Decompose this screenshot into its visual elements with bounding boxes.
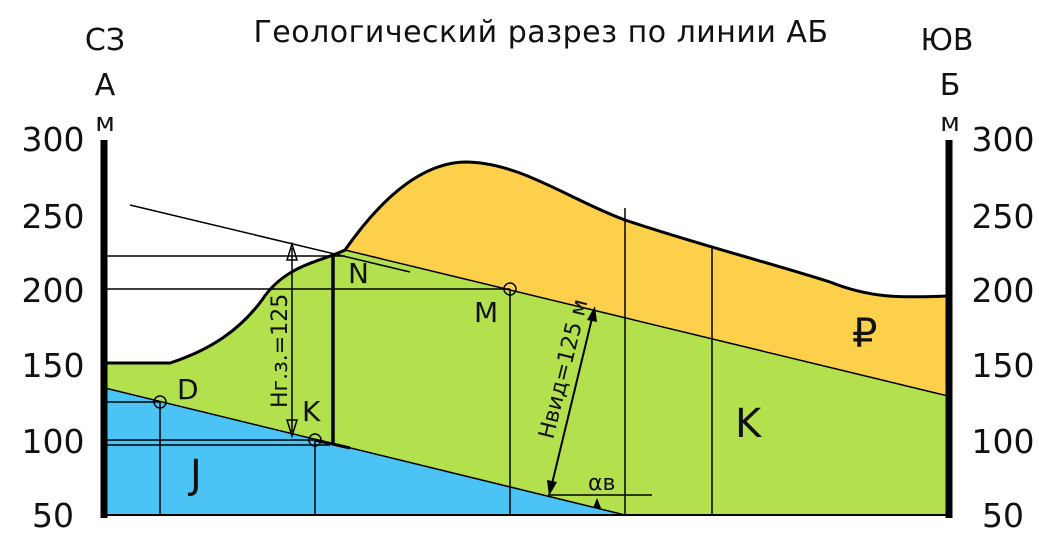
right-direction: ЮВ <box>921 23 974 58</box>
right-tick-150: 150 <box>972 346 1035 385</box>
point-D-marker <box>153 395 167 409</box>
right-tick-250: 250 <box>972 197 1035 236</box>
section-title: Геологический разрез по линии АБ <box>253 15 828 50</box>
left-tick-250: 250 <box>22 197 85 236</box>
left-letter: А <box>95 68 116 103</box>
point-D-label: D <box>177 373 199 406</box>
contact-cretaceous-jurassic <box>104 387 626 516</box>
true-thickness-line <box>549 309 595 493</box>
point-N-label: N <box>348 257 369 290</box>
contact-paleogene-cretaceous <box>344 249 949 397</box>
vertical-thickness-label: Hг.з.=125 <box>268 294 293 408</box>
true-thickness-arrow-bottom <box>547 480 557 496</box>
left-unit: м <box>95 108 115 138</box>
cretaceous-layer <box>105 250 948 515</box>
right-tick-300: 300 <box>972 120 1035 159</box>
left-tick-200: 200 <box>22 271 85 310</box>
paleogene-layer <box>345 162 948 396</box>
left-tick-50: 50 <box>32 496 74 535</box>
true-thickness-arrow-top <box>587 306 597 322</box>
extended-bedding-line <box>129 204 411 273</box>
dip-angle-arrow <box>593 498 601 508</box>
point-K-marker <box>308 433 322 447</box>
jurassic-label: J <box>187 452 202 498</box>
left-direction: СЗ <box>85 23 125 58</box>
right-tick-200: 200 <box>972 271 1035 310</box>
right-unit: м <box>940 108 960 138</box>
left-tick-150: 150 <box>22 346 85 385</box>
right-tick-100: 100 <box>972 422 1035 461</box>
paleogene-label: ₽ <box>852 311 877 357</box>
point-K-label: K <box>302 395 321 428</box>
left-tick-300: 300 <box>22 120 85 159</box>
point-M-label: M <box>474 296 498 329</box>
right-letter: Б <box>940 68 961 103</box>
topographic-surface <box>105 160 949 365</box>
dip-angle-label: αв <box>588 471 615 496</box>
vertical-thickness-arrow-top <box>285 241 299 261</box>
left-tick-100: 100 <box>22 422 85 461</box>
cretaceous-label: K <box>735 401 763 447</box>
vertical-thickness-arrow-bottom <box>285 419 299 439</box>
right-tick-50: 50 <box>982 496 1024 535</box>
point-M-marker <box>503 282 517 296</box>
